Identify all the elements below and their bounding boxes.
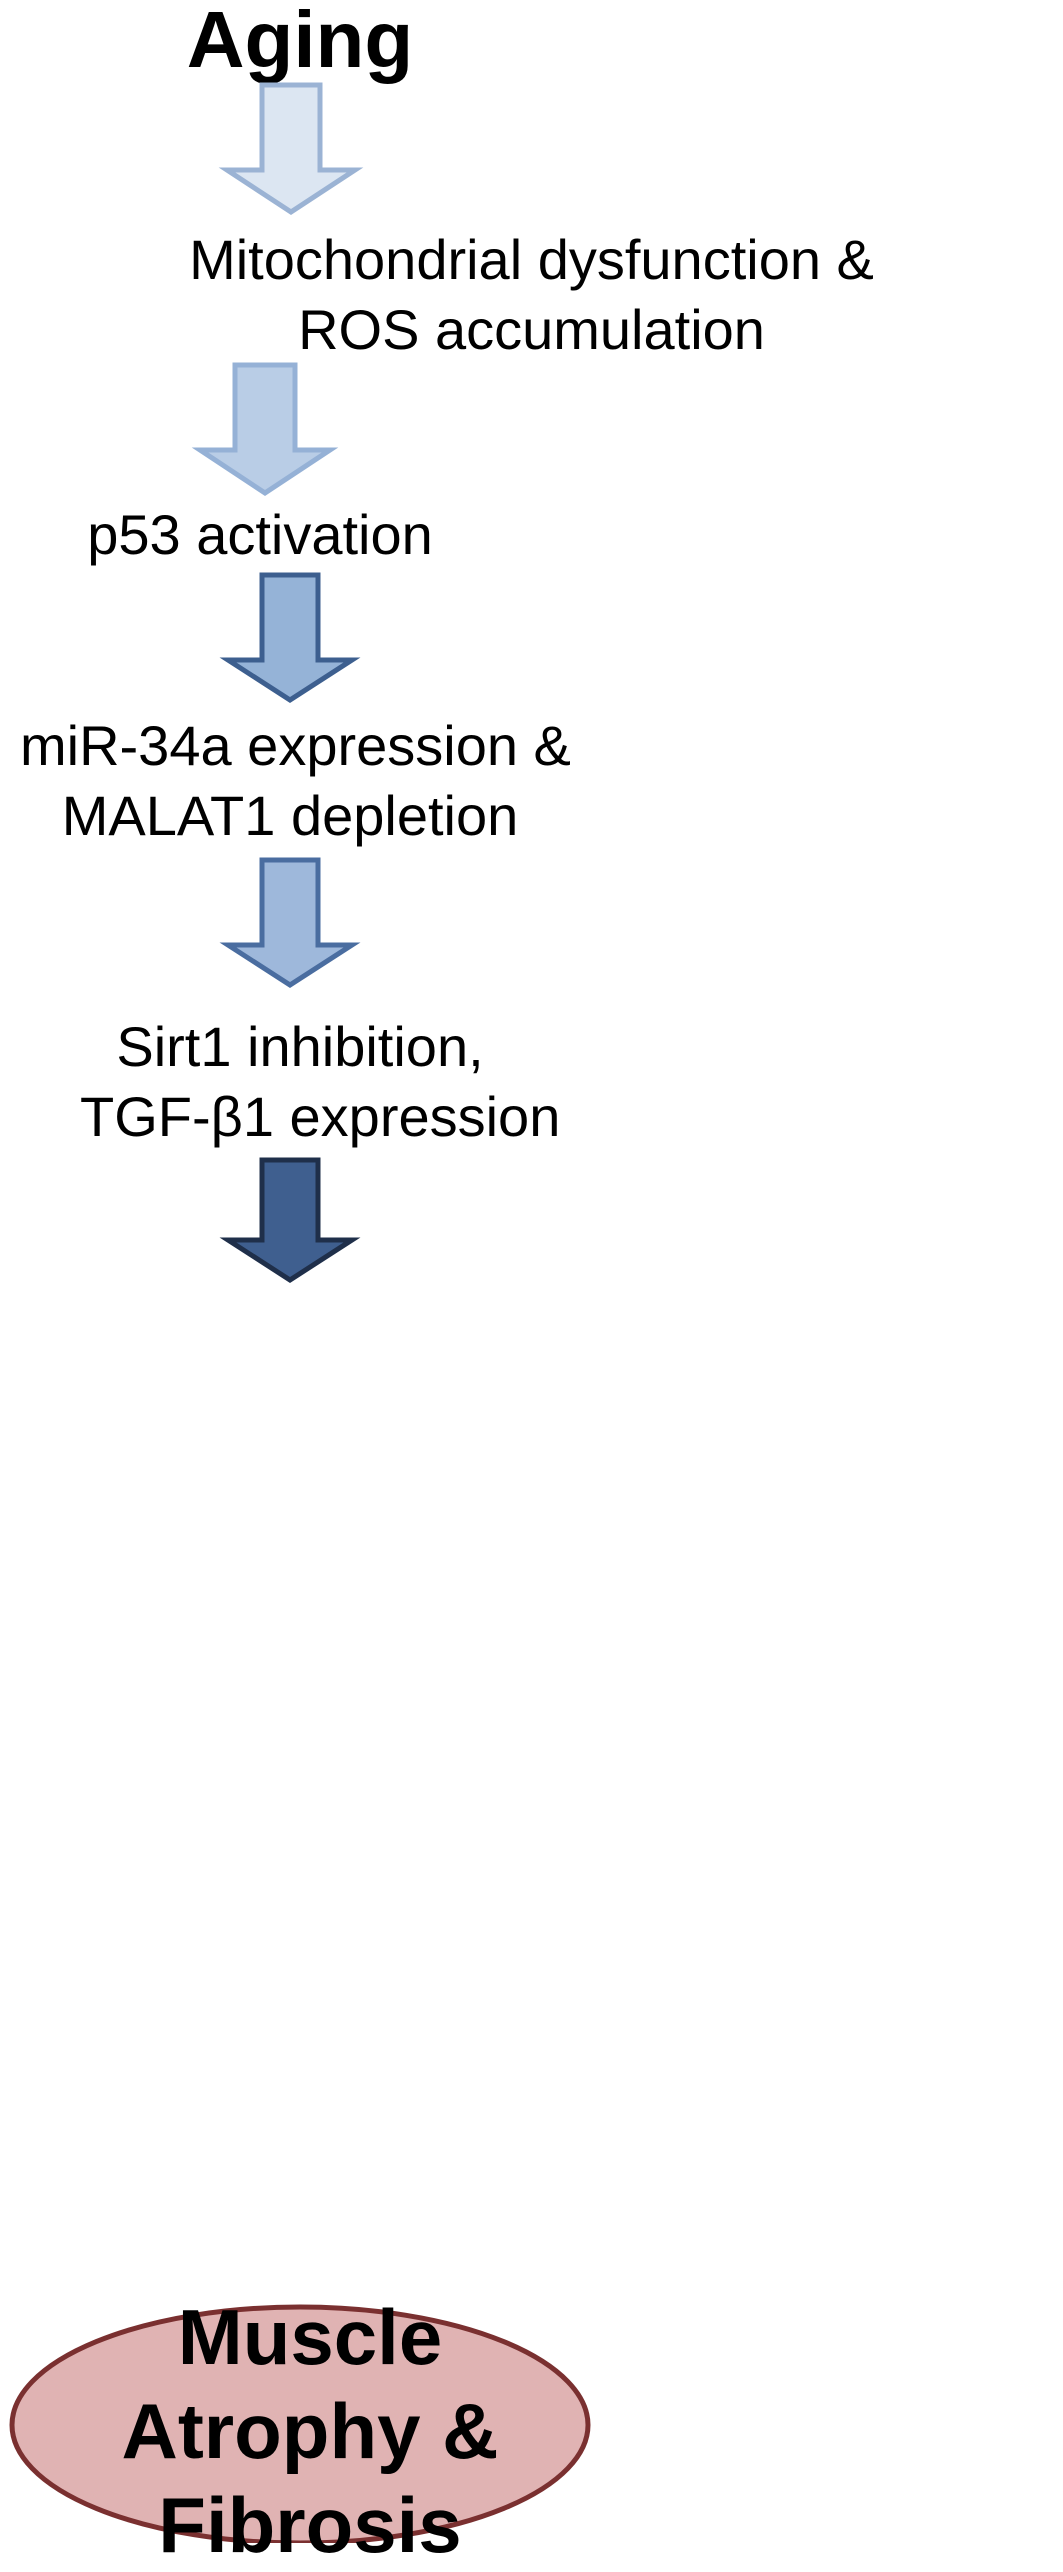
step-3-line-2: MALAT1 depletion (61, 784, 519, 847)
step-sirt1-tgfb1: Sirt1 inhibition, TGF-β1 expression (80, 1012, 561, 1152)
arrow-down-icon (219, 1157, 361, 1283)
step-3-line-1: miR-34a expression & (20, 714, 571, 777)
step-4-line-1: Sirt1 inhibition, (116, 1015, 484, 1078)
outcome-muscle-atrophy-fibrosis: Muscle Atrophy & Fibrosis (30, 2290, 590, 2572)
step-mir34a-malat1: miR-34a expression & MALAT1 depletion (20, 711, 571, 851)
step-1-line-2: ROS accumulation (298, 298, 765, 361)
step-p53-activation: p53 activation (40, 500, 480, 570)
outcome-line-1: Muscle (177, 2293, 443, 2381)
step-4-line-2: TGF-β1 expression (80, 1085, 561, 1148)
outcome-line-3: Fibrosis (158, 2481, 462, 2569)
step-2-line-1: p53 activation (87, 503, 433, 566)
step-1-line-1: Mitochondrial dysfunction & (189, 228, 874, 291)
arrow-down-icon (218, 82, 364, 215)
diagram-title-aging: Aging (186, 0, 414, 84)
arrow-down-icon (191, 362, 339, 496)
step-mitochondrial-dysfunction: Mitochondrial dysfunction & ROS accumula… (0, 225, 1063, 365)
arrow-down-icon (219, 857, 361, 988)
outcome-line-2: Atrophy & (121, 2387, 499, 2475)
arrow-down-icon (219, 572, 361, 703)
